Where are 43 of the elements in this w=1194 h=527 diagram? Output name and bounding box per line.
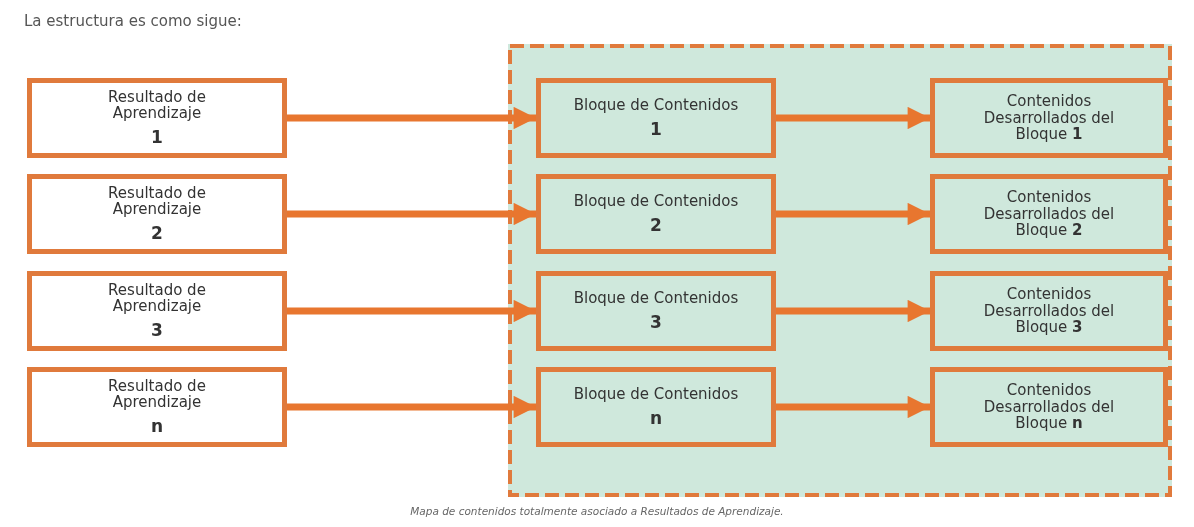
box-number: n (150, 417, 164, 437)
text-box (930, 367, 1168, 447)
dashed-group-panel (508, 44, 1172, 497)
arrow (287, 106, 536, 130)
box-label: Bloque de Contenidos (573, 97, 739, 114)
text-box (930, 78, 1168, 158)
text-box (27, 78, 287, 158)
box-label: Contenidos Desarrollados del Bloque 3 (982, 285, 1116, 337)
box-label: Contenidos Desarrollados del Bloque 1 (982, 92, 1116, 144)
box-label: Resultado de Aprendizaje (107, 184, 207, 219)
text-box (930, 271, 1168, 351)
box-number: 1 (151, 128, 163, 148)
arrow (287, 202, 536, 226)
box-number: 1 (650, 119, 662, 139)
text-box (536, 367, 776, 447)
caption: Mapa de contenidos totalmente asociado a Resultados de Aprendizaje. (409, 505, 785, 517)
arrow (287, 395, 536, 419)
box-label: Bloque de Contenidos (573, 386, 739, 403)
box-number: n (649, 408, 663, 428)
text-box (536, 174, 776, 254)
arrow (776, 106, 930, 130)
box-label: Contenidos Desarrollados del Bloque 2 (982, 188, 1116, 240)
text-box (27, 174, 287, 254)
text-box (536, 271, 776, 351)
box-number: 2 (151, 224, 163, 244)
arrow (776, 395, 930, 419)
heading: La estructura es como sigue: (24, 12, 242, 30)
box-label: Bloque de Contenidos (573, 193, 739, 210)
arrow (776, 202, 930, 226)
text-box (27, 271, 287, 351)
box-label: Bloque de Contenidos (573, 290, 739, 307)
text-box (930, 174, 1168, 254)
box-label: Resultado de Aprendizaje (107, 281, 207, 316)
box-label: Contenidos Desarrollados del Bloque n (982, 381, 1116, 433)
box-label: Resultado de Aprendizaje (107, 377, 207, 412)
box-label: Resultado de Aprendizaje (107, 88, 207, 123)
text-box (27, 367, 287, 447)
box-number: 2 (650, 215, 662, 235)
box-number: 3 (151, 321, 163, 341)
text-box (536, 78, 776, 158)
arrow (287, 299, 536, 323)
box-number: 3 (650, 312, 662, 332)
arrow (776, 299, 930, 323)
